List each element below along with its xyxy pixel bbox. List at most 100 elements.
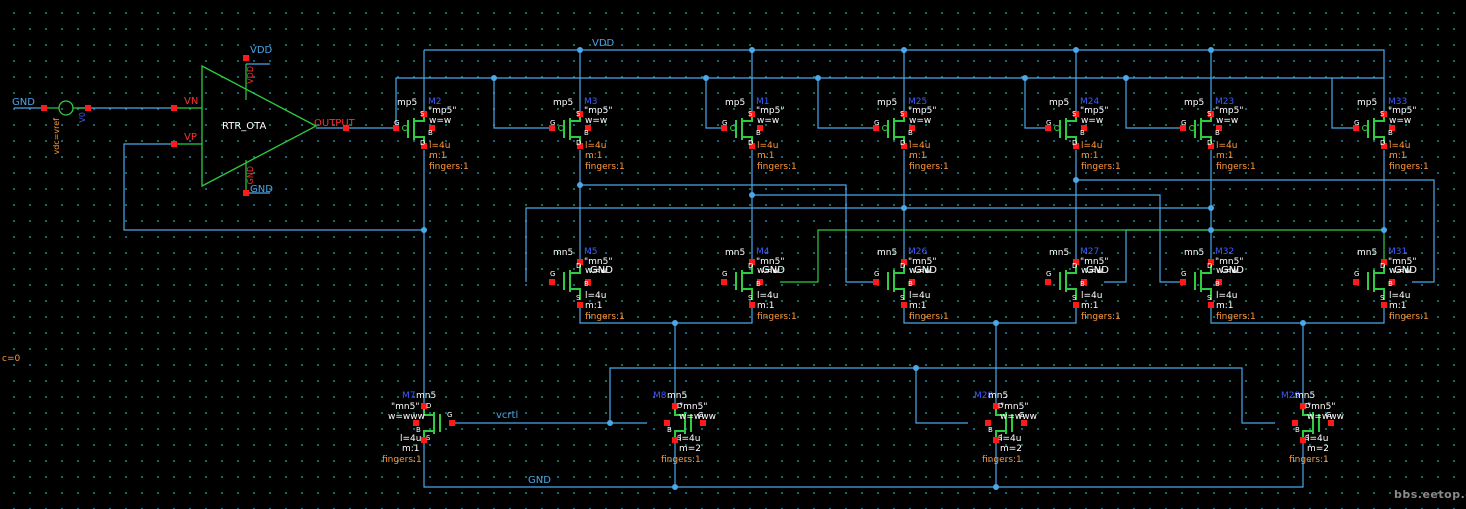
nmos-width: w=w	[1389, 266, 1412, 276]
nmos-source: S	[998, 434, 1003, 442]
pmos-fingers: fingers:1	[1389, 162, 1429, 172]
nmos-multiplier: m:1	[402, 444, 420, 454]
nmos-m32[interactable]	[1194, 263, 1212, 300]
net-label-gnd-bottom: GND	[528, 475, 551, 486]
nmos-fingers: fingers:1	[982, 455, 1022, 465]
nmos-fingers: fingers:1	[1081, 312, 1121, 322]
nmos-model-quoted: "mn5"	[1080, 257, 1109, 267]
nmos-source: S	[1305, 434, 1310, 442]
nmos-gnd: GND	[1086, 265, 1109, 276]
pmos-id: M33	[1388, 97, 1408, 107]
nmos-id: M7	[402, 391, 416, 401]
wires	[14, 49, 1435, 488]
pmos-model-quoted: "mp5"	[1215, 106, 1244, 116]
nmos-width: w=www	[1307, 412, 1344, 422]
pmos-gate: G	[1046, 119, 1052, 127]
pmos-width: w=w	[1216, 116, 1239, 126]
pmos-gate: G	[550, 119, 556, 127]
pmos-fingers: fingers:1	[429, 162, 469, 172]
pmos-width: w=w	[1081, 116, 1104, 126]
nmos-model-quoted: "mn5"	[1388, 257, 1417, 267]
opamp-vn-label: VN	[184, 96, 199, 107]
nmos-width: w=w	[1216, 266, 1239, 276]
opamp-symbol	[174, 64, 318, 193]
nmos-id: M28	[974, 391, 994, 401]
pmos-source: S	[1380, 110, 1385, 118]
nmos-source: S	[1207, 294, 1212, 302]
pmos-model: mp5	[1049, 98, 1070, 108]
nmos-drain: D	[677, 402, 683, 410]
nmos-drain: D	[576, 262, 582, 270]
nmos-multiplier: m=2	[1000, 444, 1023, 454]
nmos-bulk: B	[988, 426, 993, 434]
pmos-id: M2	[428, 97, 442, 107]
nmos-fingers: fingers:1	[757, 312, 797, 322]
pmos-source: S	[420, 110, 425, 118]
pmos-gate: G	[722, 119, 728, 127]
pmos-model: mp5	[553, 98, 574, 108]
pmos-model: mp5	[1184, 98, 1205, 108]
nmos-model-quoted: "mn5"	[908, 257, 937, 267]
nmos-gate: G	[550, 270, 556, 278]
pins	[41, 55, 1395, 443]
nmos-multiplier: m:1	[585, 301, 603, 311]
nmos-model-quoted: "mn5"	[1307, 402, 1336, 412]
pmos-model: mp5	[397, 98, 418, 108]
nmos-width: w=www	[388, 412, 425, 422]
nmos-m5[interactable]	[563, 263, 581, 300]
net-label-source-gnd: GND	[12, 97, 35, 108]
nmos-fingers: fingers:1	[382, 455, 422, 465]
nmos-gnd: GND	[1221, 265, 1244, 276]
nmos-m26[interactable]	[887, 263, 905, 300]
nmos-m31[interactable]	[1367, 263, 1385, 300]
nmos-drain: D	[1305, 402, 1311, 410]
nmos-bulk: B	[1388, 280, 1393, 288]
nmos-drain: D	[998, 402, 1004, 410]
pmos-id: M24	[1080, 97, 1100, 107]
pmos-multiplier: m:1	[909, 151, 927, 161]
nmos-gnd: GND	[590, 265, 613, 276]
pmos-source: S	[576, 110, 581, 118]
nmos-m4[interactable]	[735, 263, 753, 300]
nmos-drain: D	[1072, 262, 1078, 270]
pmos-width: w=w	[757, 116, 780, 126]
nmos-source: S	[1072, 294, 1077, 302]
nmos-bulk: B	[667, 426, 672, 434]
pmos-width: w=w	[1389, 116, 1412, 126]
pmos-fingers: fingers:1	[1081, 162, 1121, 172]
opamp-output-label: OUTPUT	[314, 118, 355, 129]
pmos-bulk: B	[1215, 129, 1220, 137]
nmos-multiplier: m:1	[1389, 301, 1407, 311]
nmos-model: mn5	[1049, 248, 1070, 258]
nmos-width: w=w	[757, 266, 780, 276]
pmos-source: S	[900, 110, 905, 118]
watermark: bbs.eetop.cn	[1394, 488, 1466, 501]
pmos-length: l=4u	[1081, 141, 1103, 151]
net-label-vcrtl: vcrtl	[496, 410, 519, 421]
pmos-id: M23	[1215, 97, 1235, 107]
nmos-width: w=www	[679, 412, 716, 422]
opamp-vp-label: VP	[184, 132, 197, 143]
pmos-gate: G	[394, 119, 400, 127]
pmos-source: S	[1207, 110, 1212, 118]
nmos-id: M8	[653, 391, 667, 401]
nmos-m27[interactable]	[1059, 263, 1077, 300]
source-name: V0	[78, 112, 87, 123]
nmos-drain: D	[426, 402, 432, 410]
pmos-width: w=w	[909, 116, 932, 126]
opamp-vdd-pin: VDD	[246, 66, 255, 84]
nmos-multiplier: m:1	[757, 301, 775, 311]
nmos-model: mn5	[725, 248, 746, 258]
green-wires	[780, 229, 1385, 283]
pmos-id: M1	[756, 97, 770, 107]
nmos-gate: G	[722, 270, 728, 278]
pmos-id: M25	[908, 97, 928, 107]
pmos-fingers: fingers:1	[1216, 162, 1256, 172]
left-param-label: c=0	[2, 354, 21, 364]
pmos-source: S	[748, 110, 753, 118]
nmos-fingers: fingers:1	[909, 312, 949, 322]
nmos-length: l=4u	[1307, 434, 1329, 444]
nmos-multiplier: m:1	[909, 301, 927, 311]
pmos-multiplier: m:1	[1081, 151, 1099, 161]
